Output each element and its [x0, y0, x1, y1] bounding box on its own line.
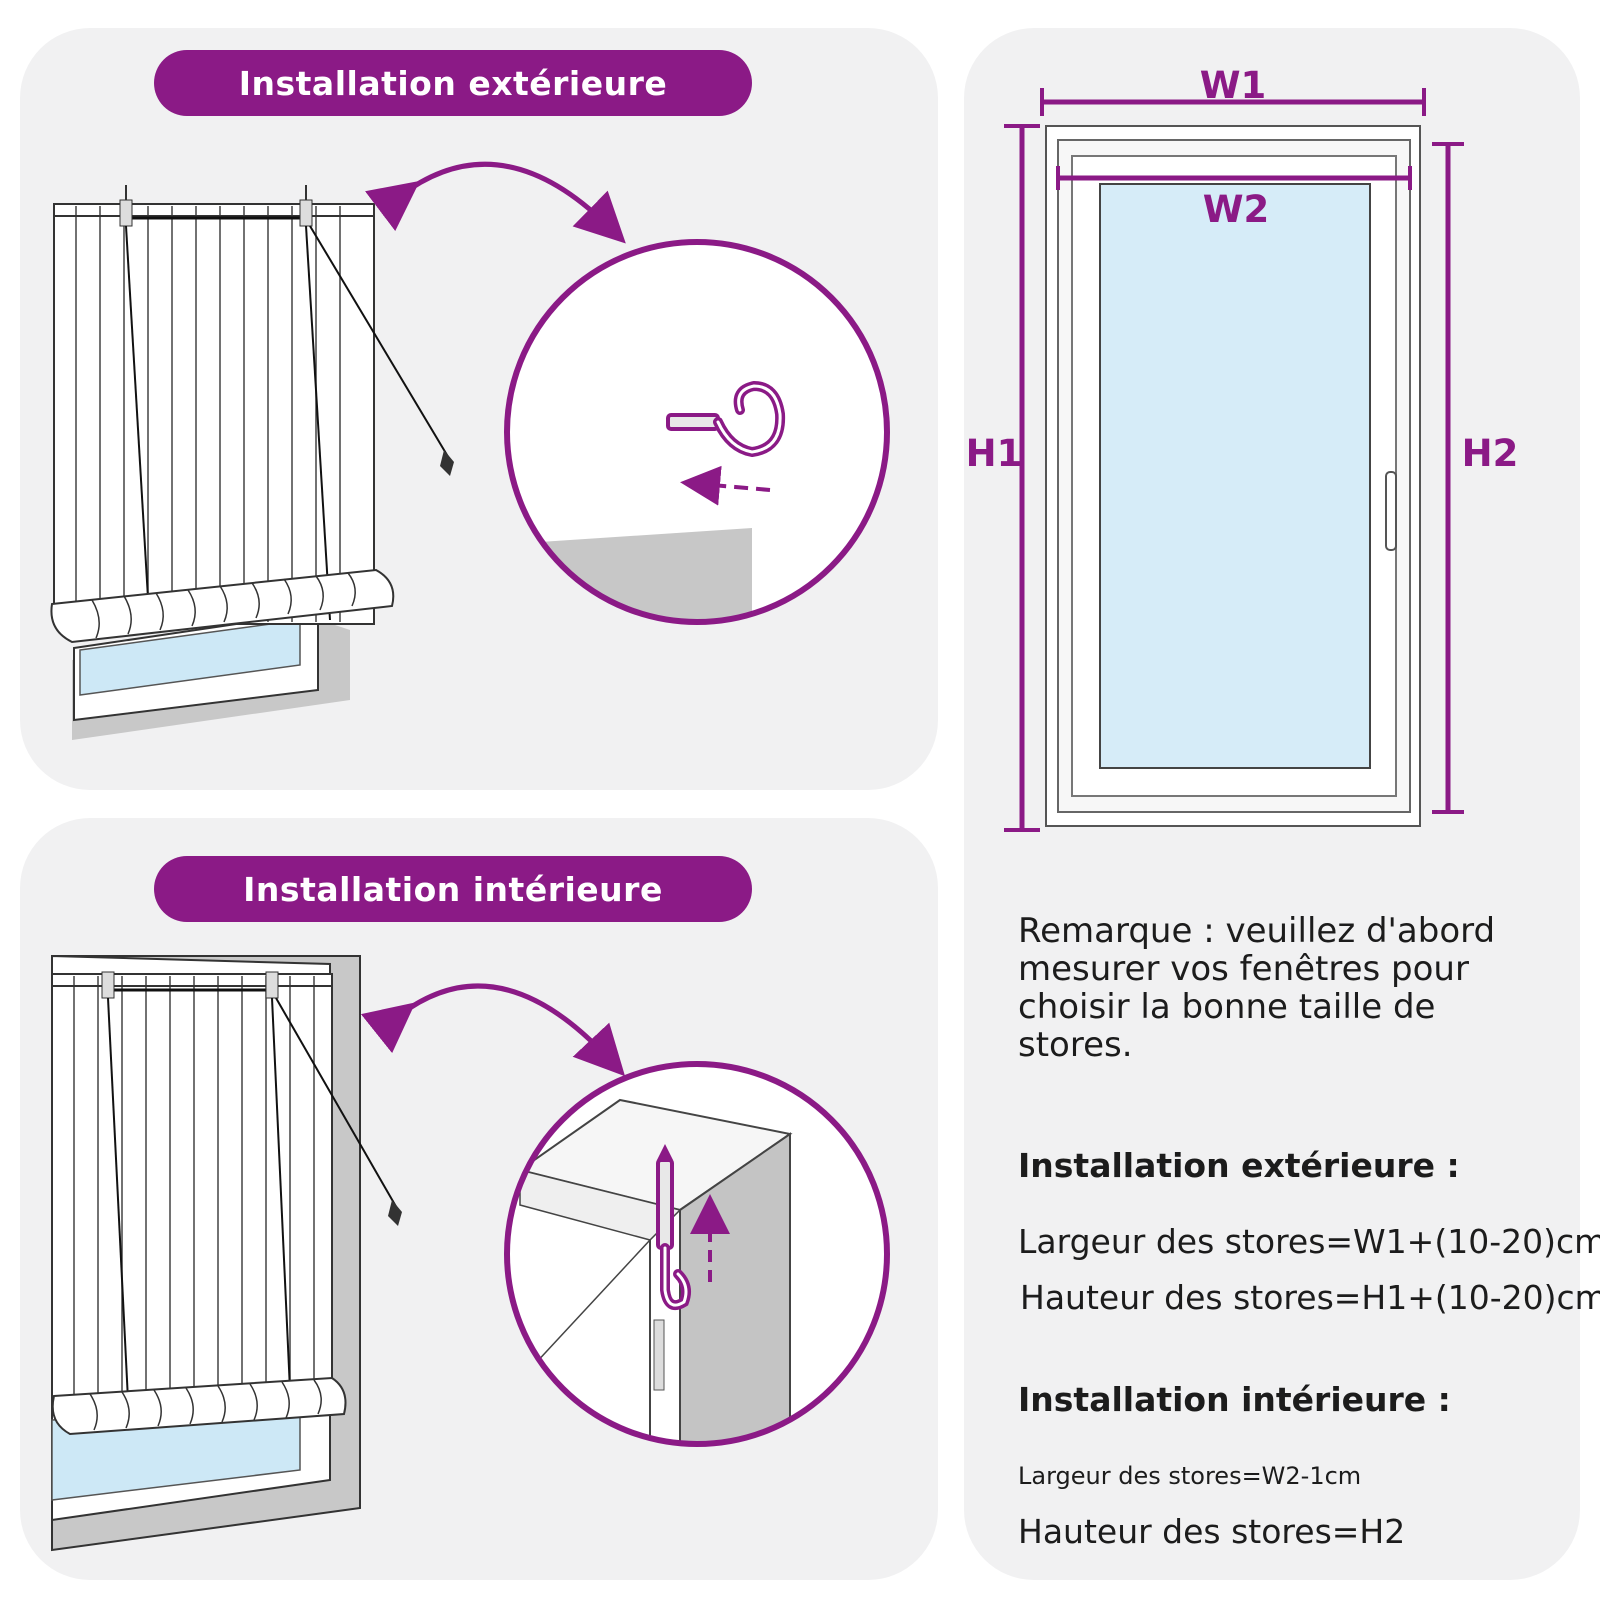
exterior-title: Installation extérieure [238, 63, 668, 103]
interior-blind-illustration [51, 954, 402, 1552]
ring-hook-icon [666, 380, 786, 458]
remark-note: Remarque : veuillez d'abord mesurer vos … [1018, 911, 1496, 1065]
rolled-blind-icon [91, 572, 356, 639]
interior-heading: Installation intérieure : [1018, 1380, 1451, 1419]
interior-hook-detail [504, 1061, 890, 1447]
curved-arrow-icon [364, 161, 626, 244]
exterior-width-formula: Largeur des stores=W1+(10-20)cm [1018, 1222, 1600, 1261]
h2-label: H2 [1462, 432, 1519, 475]
window-handle-icon [1385, 471, 1397, 551]
exterior-height-formula: Hauteur des stores=H1+(10-20)cm [1020, 1278, 1600, 1317]
exterior-blind-illustration [50, 185, 454, 740]
window-measure-diagram: W1 W2 H1 H2 [966, 64, 1519, 832]
exterior-title-pill: Installation extérieure [154, 50, 752, 116]
vertical-hook-icon [656, 1144, 691, 1310]
interior-height-formula: Hauteur des stores=H2 [1018, 1512, 1406, 1551]
h1-label: H1 [966, 432, 1023, 475]
curved-arrow-icon [360, 983, 626, 1077]
exterior-hook-detail [504, 239, 890, 625]
w2-label: W2 [1203, 188, 1270, 231]
interior-title: Installation intérieure [243, 869, 663, 909]
interior-width-formula: Largeur des stores=W2-1cm [1018, 1462, 1362, 1490]
exterior-heading: Installation extérieure : [1018, 1146, 1460, 1185]
w1-label: W1 [1200, 64, 1267, 107]
interior-title-pill: Installation intérieure [154, 856, 752, 922]
